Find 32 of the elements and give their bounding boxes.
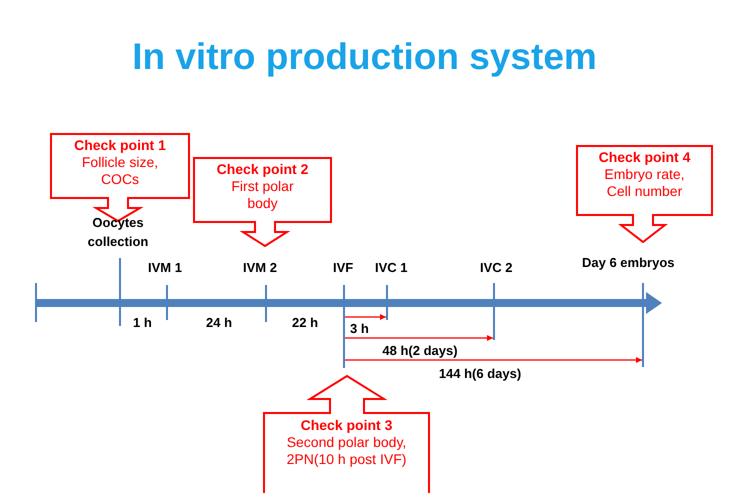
- edge-label: 3 h: [350, 320, 369, 338]
- stage-label: IVF: [333, 259, 354, 277]
- callout-text: Embryo rate, Cell number: [603, 166, 686, 200]
- callout-heading: Check point 1: [74, 137, 166, 154]
- arrow: [345, 335, 493, 341]
- duration-label: 1 h: [133, 314, 152, 332]
- tick-mark: [386, 285, 388, 320]
- callout-heading: Check point 3: [300, 417, 392, 434]
- stage-label: IVC 1: [375, 259, 408, 277]
- arrow: [345, 314, 386, 320]
- title: In vitro production system: [131, 35, 598, 79]
- stage-label: IVM 2: [243, 259, 277, 277]
- stage-label: IVM 1: [148, 259, 182, 277]
- tick-mark: [343, 285, 345, 368]
- callout-box: [263, 375, 430, 493]
- edge-label: 48 h(2 days): [382, 342, 458, 360]
- stage-label: Oocytes collection: [86, 214, 150, 251]
- callout-text: First polar body: [230, 178, 295, 212]
- arrow: [345, 357, 642, 363]
- duration-label: 24 h: [206, 314, 232, 332]
- stage-label: IVC 2: [480, 259, 513, 277]
- callout-heading: Check point 2: [216, 161, 308, 178]
- tick-mark: [493, 283, 495, 340]
- stage-label: Day 6 embryos: [582, 254, 674, 272]
- callout-box: [576, 145, 713, 243]
- callout-box: [193, 157, 332, 247]
- callout-text: Follicle size, COCs: [80, 154, 160, 188]
- callout-text: Second polar body, 2PN(10 h post IVF): [286, 434, 408, 468]
- tick-mark: [642, 283, 644, 367]
- duration-label: 22 h: [292, 314, 318, 332]
- edge-label: 144 h(6 days): [438, 365, 522, 383]
- callout-heading: Check point 4: [598, 149, 690, 166]
